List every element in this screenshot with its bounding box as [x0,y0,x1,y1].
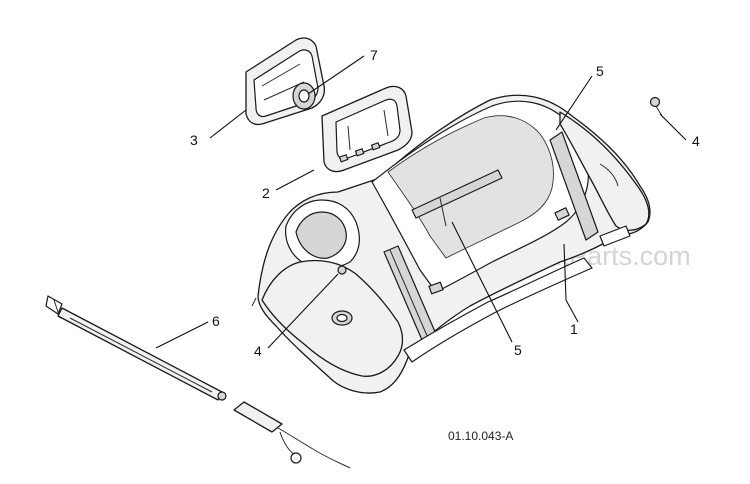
callout-6: 6 [212,313,220,329]
cable-rod [45,295,227,401]
callout-4-lower: 4 [254,343,262,359]
screw-upper [649,96,663,117]
callout-2: 2 [262,185,270,201]
callout-7: 7 [370,47,378,63]
callout-5-lower: 5 [514,342,522,358]
callout-4-upper: 4 [692,133,700,149]
callout-3: 3 [190,132,198,148]
headlight-bracket [321,85,413,173]
callout-1: 1 [570,321,578,337]
drawing-code: 01.10.043-A [448,429,513,443]
callout-5-upper: 5 [596,63,604,79]
cable-end [233,401,351,469]
headlight [245,37,326,126]
hood-housing [251,94,651,394]
screw-lower [337,265,347,275]
